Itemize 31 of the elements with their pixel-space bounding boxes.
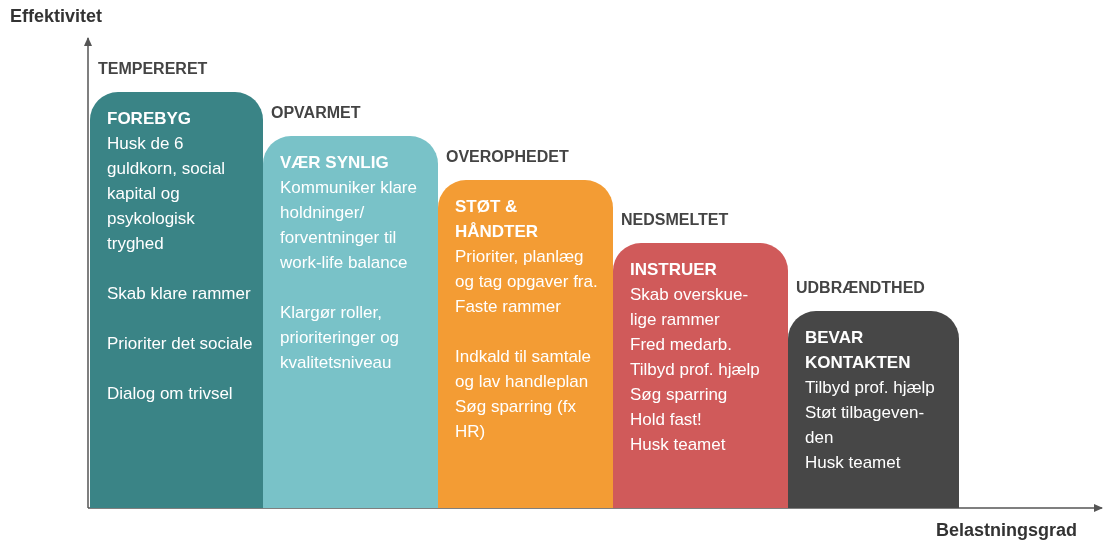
card-text: Kommuniker klare holdninger/ forventninger til work-life balance [280, 177, 418, 274]
card-text: Prioriter, planlæg og tag opgaver fra. [455, 246, 599, 293]
card-text: Skab overskue- lige rammer [630, 284, 750, 331]
card-text: Søg sparring (fx HR) [455, 396, 577, 443]
card-title: INSTRUER [630, 259, 718, 281]
card-text: Tilbyd prof. hjælp [805, 377, 936, 399]
card-text: Støt tilbageven- den [805, 402, 926, 449]
card-text: Klargør roller, prioriteringer og kvalitetsniveau [280, 302, 401, 374]
card-text: Dialog om trivsel [107, 383, 234, 405]
stage-heading: NEDSMELTET [621, 211, 729, 229]
axis-label: Belastningsgrad [936, 520, 1078, 541]
card-title: FOREBYG [107, 108, 193, 130]
axis-label: Effektivitet [10, 6, 103, 27]
card-text: Husk teamet [805, 452, 902, 474]
card-text: Skab klare rammer [107, 283, 252, 305]
card-text: Prioriter det sociale [107, 333, 253, 355]
card-text: Indkald til samtale og lav handleplan [455, 346, 593, 393]
card-text: Fred medarb. [630, 334, 734, 356]
stage-heading: OPVARMET [271, 104, 361, 122]
card-text: Søg sparring [630, 384, 729, 406]
card-text: Tilbyd prof. hjælp [630, 359, 761, 381]
card-title: STØT & HÅNDTER [455, 196, 540, 243]
card-text: Faste rammer [455, 296, 562, 318]
card-title: VÆR SYNLIG [280, 152, 390, 174]
stage-heading: UDBRÆNDTHED [796, 279, 925, 297]
card-title: BEVAR KONTAKTEN [805, 327, 912, 374]
card-text: Husk de 6 guldkorn, social kapital og psykologisk tryghed [107, 133, 227, 255]
stage-heading: OVEROPHEDET [446, 148, 569, 166]
stage-heading: TEMPERERET [98, 60, 208, 78]
card-text: Hold fast! [630, 409, 703, 431]
card-text: Husk teamet [630, 434, 727, 456]
